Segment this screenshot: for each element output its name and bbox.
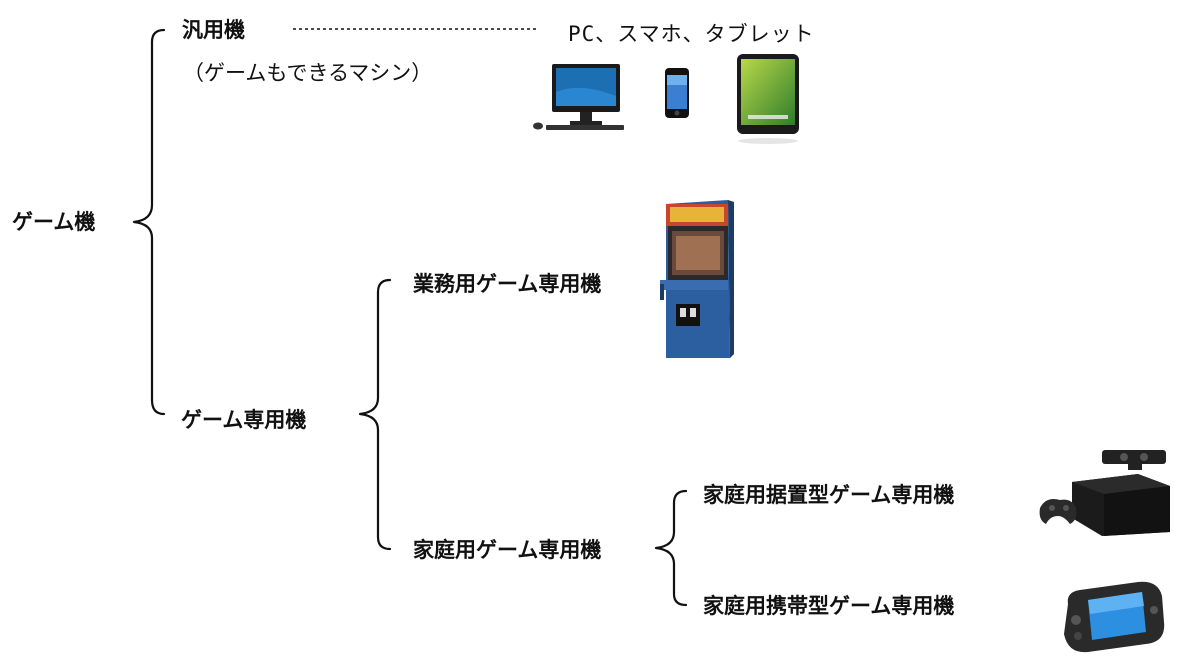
arcade-label: 業務用ゲーム専用機: [413, 272, 602, 296]
dedicated-brace: [358, 278, 392, 551]
handheld-console-icon: [1064, 581, 1165, 653]
home-brace: [654, 489, 688, 607]
tablet-icon: [737, 54, 799, 144]
general-devices-text: PC、スマホ、タブレット: [568, 22, 815, 46]
root-label: ゲーム機: [12, 210, 96, 234]
home-label: 家庭用ゲーム専用機: [413, 538, 602, 562]
home-console-icon: [1039, 450, 1170, 536]
smartphone-icon: [665, 68, 689, 118]
general-label: 汎用機: [182, 18, 245, 42]
root-brace: [132, 28, 166, 416]
desktop-pc-icon: [533, 64, 624, 130]
dedicated-label: ゲーム専用機: [181, 408, 307, 432]
portable-label: 家庭用携帯型ゲーム専用機: [703, 594, 955, 618]
arcade-cabinet-icon: [660, 200, 734, 358]
stationary-label: 家庭用据置型ゲーム専用機: [703, 483, 955, 507]
general-note: （ゲームもできるマシン）: [183, 61, 433, 85]
